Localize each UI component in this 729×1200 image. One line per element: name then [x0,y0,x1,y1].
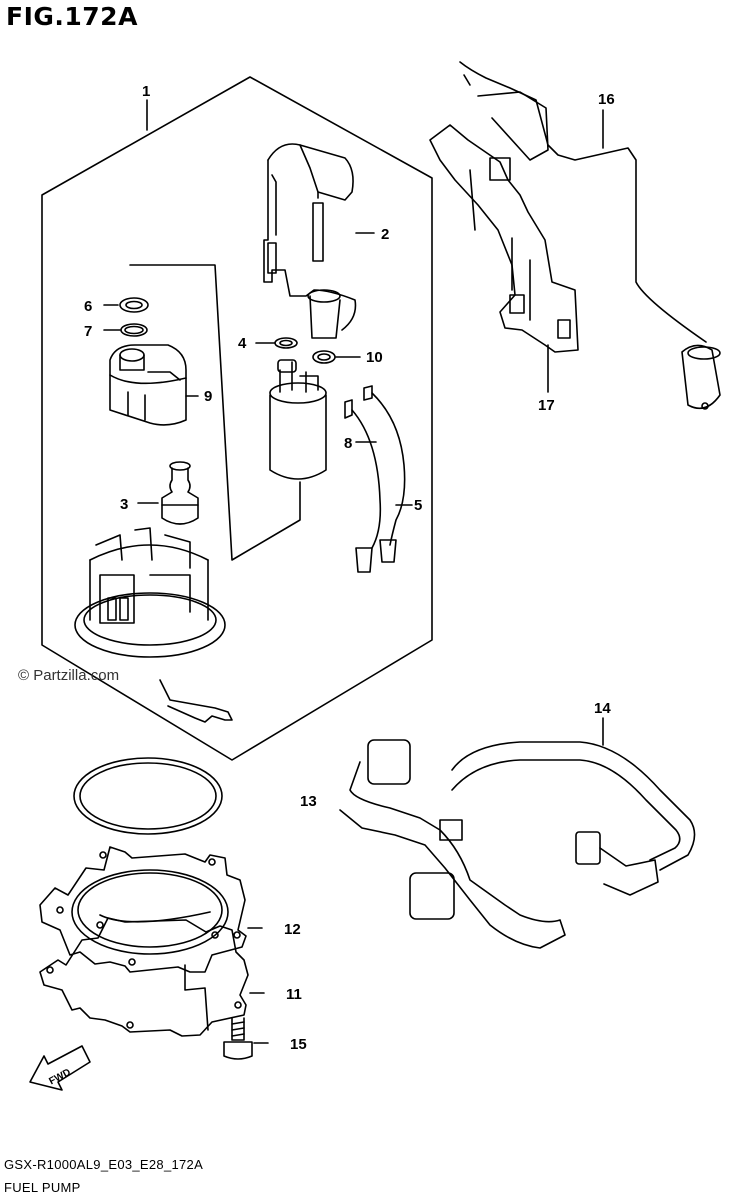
callout-14: 14 [594,700,611,717]
pressure-regulator-part [109,344,187,426]
fuel-level-gauge-part [459,61,721,410]
gasket-part-11 [39,917,249,1037]
inner-bracket [129,264,301,561]
lead-wire-8-part [344,399,382,573]
fwd-arrow [29,1045,91,1091]
lead-wire-5-part [363,385,406,563]
callout-8: 8 [344,435,352,452]
plate-part-12 [39,846,247,973]
footer-code: GSX-R1000AL9_E03_E28_172A [4,1157,204,1172]
callout-10: 10 [366,349,383,366]
callout-5: 5 [414,497,422,514]
callout-15: 15 [290,1036,307,1053]
o-ring-10 [312,350,336,364]
pump-bracket-part [263,143,357,339]
o-ring-7 [120,323,148,337]
outlet-fitting-part [161,461,199,525]
fuel-pump-motor [269,359,327,480]
callout-6: 6 [84,298,92,315]
callout-4: 4 [238,335,247,352]
callout-2: 2 [381,226,389,243]
callout-3: 3 [120,496,128,513]
callout-9: 9 [204,388,212,405]
bolt-part-15 [223,1017,253,1060]
pump-base-part [74,527,233,723]
figure-title: FIG.172A [6,2,138,31]
callout-17: 17 [538,397,555,414]
o-ring-4 [274,337,298,349]
assembly-outline [41,76,433,761]
o-ring-13 [73,757,223,835]
fuel-hose-part-14 [339,739,696,949]
holder-part-17 [429,124,579,353]
callout-11: 11 [286,986,302,1003]
callout-7: 7 [84,323,92,340]
o-ring-6 [119,297,149,313]
watermark: © Partzilla.com [18,667,120,684]
footer-name: FUEL PUMP [4,1180,81,1195]
callout-12: 12 [284,921,301,938]
callout-1: 1 [142,83,150,100]
callout-13: 13 [300,793,317,810]
callout-16: 16 [598,91,615,108]
